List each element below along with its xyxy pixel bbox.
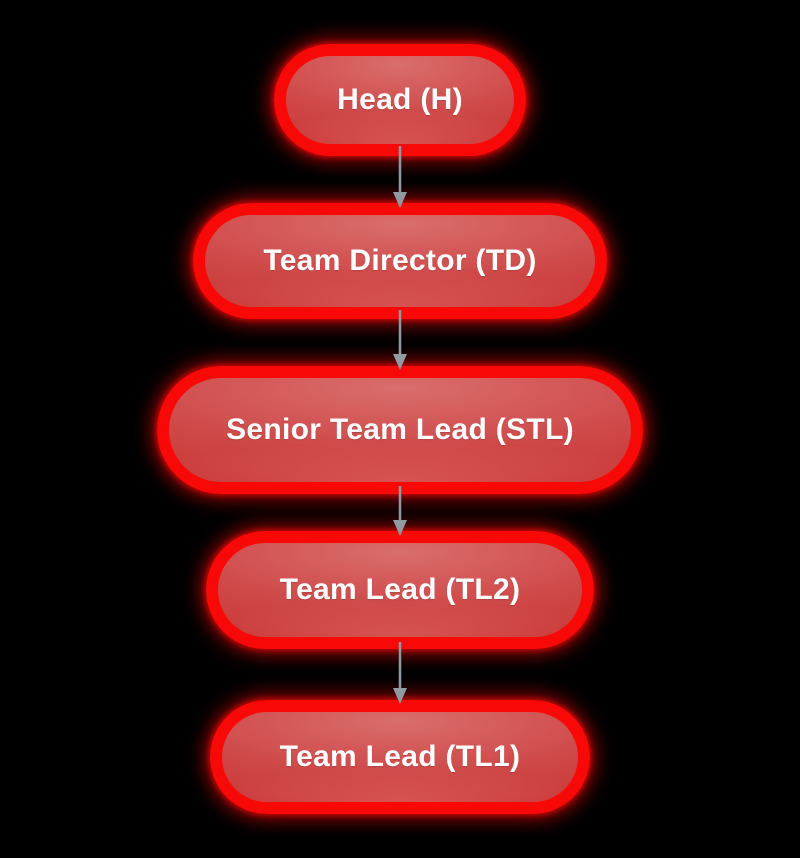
edge-arrow-team-lead-tl2-to-team-lead-tl1: [393, 642, 407, 704]
arrow-down-icon: [393, 354, 407, 370]
node-team-lead-tl2: Team Lead (TL2): [206, 531, 594, 649]
node-head-label: Head (H): [337, 83, 463, 116]
edge-arrow-senior-team-lead-to-team-lead-tl2: [393, 486, 407, 536]
node-team-lead-tl2-label: Team Lead (TL2): [279, 573, 521, 606]
node-team-director: Team Director (TD): [193, 203, 607, 319]
node-senior-team-lead-label: Senior Team Lead (STL): [226, 413, 574, 446]
arrow-down-icon: [393, 520, 407, 536]
arrow-down-icon: [393, 192, 407, 208]
edge-arrow-team-director-to-senior-team-lead: [393, 310, 407, 370]
node-team-director-label: Team Director (TD): [263, 244, 537, 277]
arrow-down-icon: [393, 688, 407, 704]
edge-arrow-head-to-team-director: [393, 146, 407, 208]
node-senior-team-lead: Senior Team Lead (STL): [157, 366, 643, 494]
node-team-lead-tl1-label: Team Lead (TL1): [279, 740, 521, 773]
node-head: Head (H): [274, 44, 526, 156]
node-team-lead-tl1: Team Lead (TL1): [210, 700, 590, 814]
